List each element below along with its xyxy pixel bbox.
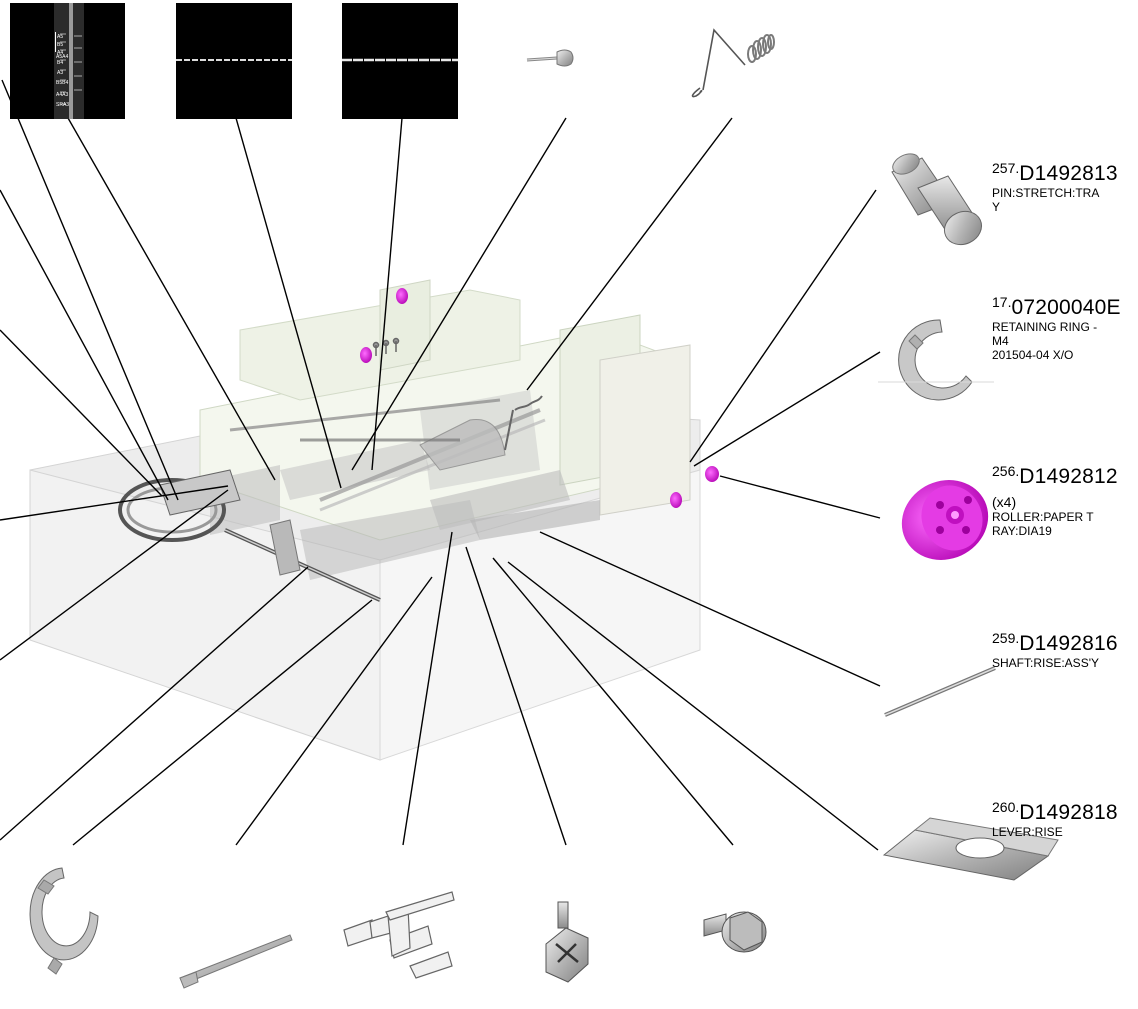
part-number: D1492818 xyxy=(1019,801,1118,824)
screw-icon xyxy=(545,901,589,983)
part-number: D1492813 xyxy=(1019,162,1118,185)
part-description: ROLLER:PAPER T xyxy=(992,510,1094,524)
paper-roller-icon xyxy=(901,480,989,560)
thumb-label: A4A3 xyxy=(56,92,68,98)
flat-bar-icon xyxy=(179,934,293,989)
h-bracket-icon xyxy=(343,891,455,979)
thumb-label: A3 xyxy=(57,70,63,76)
thumb-label: A5 xyxy=(57,34,63,40)
rise-lever-icon xyxy=(882,817,1059,881)
part-number: D1492816 xyxy=(1019,632,1118,655)
rise-shaft-icon xyxy=(884,666,996,717)
callout-number: 256 xyxy=(992,465,1016,479)
flange-bolt-icon xyxy=(703,911,767,953)
e-ring-icon xyxy=(29,867,99,975)
callout-number: 260 xyxy=(992,801,1016,815)
part-description: M4 xyxy=(992,334,1009,348)
thumb-label: B5B4 xyxy=(56,80,68,86)
part-number: D1492812 xyxy=(1019,465,1118,488)
retaining-ring-icon xyxy=(878,319,994,401)
stretch-pin-icon xyxy=(891,153,982,246)
callout-17: 17.07200040E RETAINING RING - M4 201504-… xyxy=(992,296,1138,362)
torsion-spring-icon xyxy=(691,28,775,98)
part-description: RETAINING RING - xyxy=(992,320,1098,334)
pin-key-icon xyxy=(526,49,574,67)
callout-number: 259 xyxy=(992,632,1016,646)
thumb-label: A5A4 xyxy=(56,54,68,60)
leader-lines xyxy=(0,79,881,851)
part-quantity: (x4) xyxy=(992,494,1017,510)
callout-number: 257 xyxy=(992,162,1016,176)
callout-259: 259.D1492816 SHAFT:RISE:ASS'Y xyxy=(992,632,1138,670)
part-description: SHAFT:RISE:ASS'Y xyxy=(992,656,1099,670)
part-number: 07200040E xyxy=(1011,296,1121,319)
thumb-label: A4 xyxy=(57,50,63,56)
thumb-label: SRA3 xyxy=(56,102,69,108)
part-description: LEVER:RISE xyxy=(992,825,1063,839)
callout-number: 17 xyxy=(992,296,1008,310)
thumb-label: B5 xyxy=(57,42,63,48)
film-strip-2-icon xyxy=(342,3,458,119)
tray-label-strip-icon: A5 B5 A4 B4 A3 A5A4 B5B4 A4A3 SRA3 xyxy=(10,3,125,119)
part-description: RAY:DIA19 xyxy=(992,524,1052,538)
part-description: 201504-04 X/O xyxy=(992,348,1074,362)
callout-257: 257.D1492813 PIN:STRETCH:TRA Y xyxy=(992,162,1138,214)
film-strip-1-icon xyxy=(176,3,292,119)
callout-260: 260.D1492818 LEVER:RISE xyxy=(992,801,1138,839)
thumb-label: B4 xyxy=(57,60,63,66)
part-description: PIN:STRETCH:TRA xyxy=(992,186,1100,200)
part-description: Y xyxy=(992,200,1001,214)
callout-256: 256.D1492812 (x4) ROLLER:PAPER T RAY:DIA… xyxy=(992,465,1138,538)
paper-tray-assembly xyxy=(29,279,719,761)
